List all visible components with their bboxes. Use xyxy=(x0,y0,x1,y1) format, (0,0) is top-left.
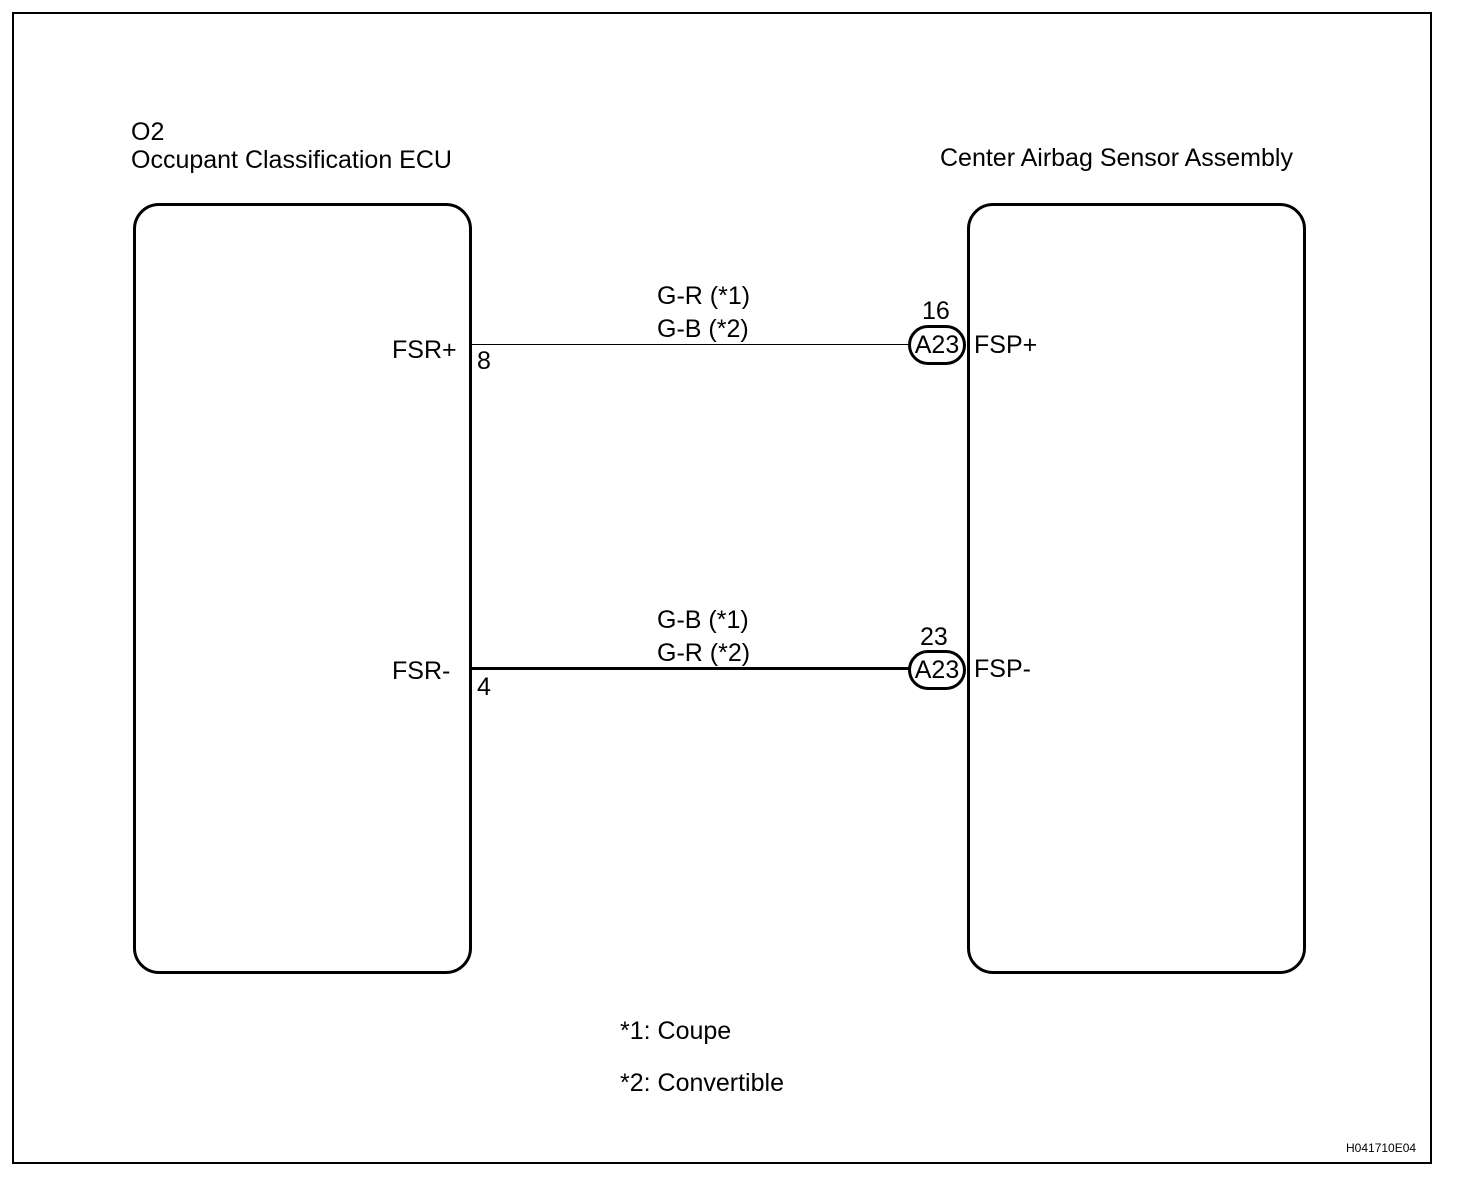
sensor-terminal-fsp-minus: FSP- xyxy=(974,655,1031,683)
wire-2-color-1: G-B (*1) xyxy=(657,606,749,634)
sensor-pin-23: 23 xyxy=(920,623,948,651)
sensor-name: Center Airbag Sensor Assembly xyxy=(940,144,1293,172)
note-convertible: *2: Convertible xyxy=(620,1069,784,1097)
wire-2-color-2: G-R (*2) xyxy=(657,639,751,667)
sensor-pin-16: 16 xyxy=(922,297,950,325)
ecu-pin-8: 8 xyxy=(477,347,491,375)
figure-code: H041710E04 xyxy=(1346,1141,1417,1155)
connector-a23-lower: A23 xyxy=(908,650,966,690)
note-coupe: *1: Coupe xyxy=(620,1017,732,1045)
wire-1-color-2: G-B (*2) xyxy=(657,315,749,343)
ecu-pin-4: 4 xyxy=(477,673,491,701)
ecu-code: O2 xyxy=(131,118,165,146)
sensor-box xyxy=(967,203,1306,974)
ecu-box xyxy=(133,203,472,974)
wire-fsr-plus xyxy=(472,344,910,345)
connector-a23-upper: A23 xyxy=(908,325,966,365)
diagram-frame xyxy=(12,12,1432,1164)
wire-fsr-minus xyxy=(472,667,910,670)
wire-1-color-1: G-R (*1) xyxy=(657,282,751,310)
ecu-name: Occupant Classification ECU xyxy=(131,146,452,174)
sensor-terminal-fsp-plus: FSP+ xyxy=(974,331,1038,359)
ecu-terminal-fsr-plus: FSR+ xyxy=(392,336,457,364)
ecu-terminal-fsr-minus: FSR- xyxy=(392,657,451,685)
